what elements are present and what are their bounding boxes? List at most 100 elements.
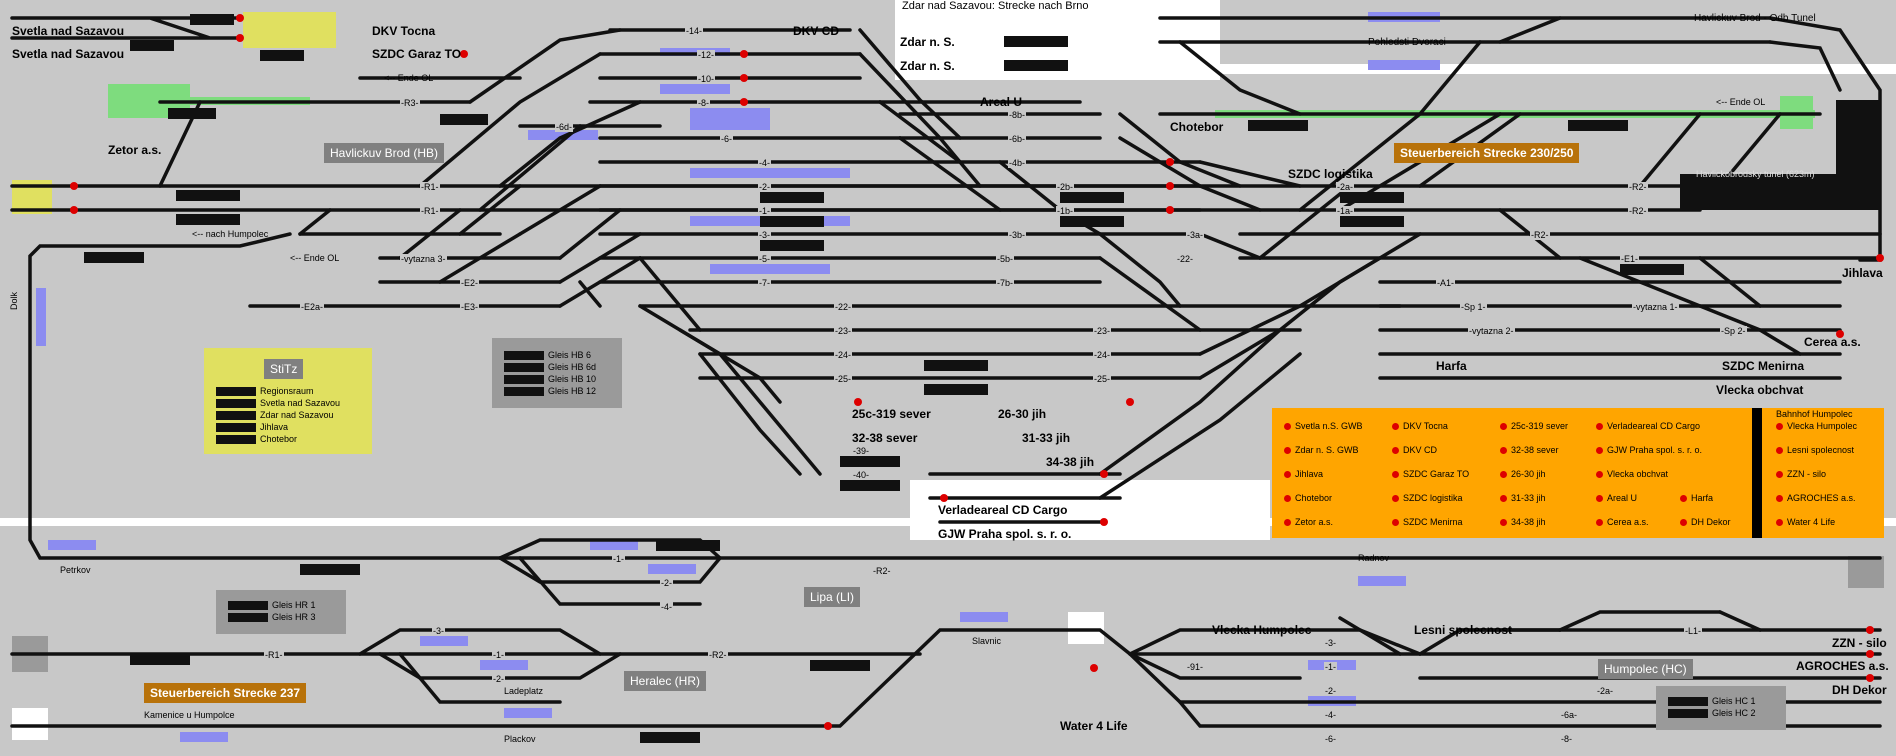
track-occupancy-counter xyxy=(1248,120,1308,131)
legend-item[interactable]: Verladeareal CD Cargo xyxy=(1596,421,1700,432)
platform xyxy=(960,612,1008,622)
signal-icon[interactable] xyxy=(1876,254,1884,262)
track-label: -R2- xyxy=(872,566,892,576)
track-label: -2a- xyxy=(1336,182,1355,192)
white-separator-top xyxy=(1160,64,1896,74)
legend-item[interactable]: Zetor a.s. xyxy=(1284,517,1333,528)
track-label: -3b- xyxy=(1008,230,1027,240)
signal-icon[interactable] xyxy=(236,14,244,22)
signal-icon[interactable] xyxy=(236,34,244,42)
legend-item[interactable]: 26-30 jih xyxy=(1500,469,1546,480)
track-occupancy-counter xyxy=(1340,192,1404,203)
platform xyxy=(690,108,770,130)
zone-label-heralec: Heralec (HR) xyxy=(624,671,707,691)
platform xyxy=(36,288,46,346)
legend-item[interactable]: Zdar n. S. GWB xyxy=(1284,445,1359,456)
legend-item[interactable]: Water 4 Life xyxy=(1776,517,1835,528)
signal-icon[interactable] xyxy=(1166,158,1174,166)
legend-item[interactable]: 25c-319 sever xyxy=(1500,421,1568,432)
track-label: -vytazna 2- xyxy=(1468,326,1515,336)
track-label: -10- xyxy=(697,74,716,84)
humpolec-legend-title: Bahnhof Humpolec xyxy=(1776,409,1853,419)
signal-icon[interactable] xyxy=(460,50,468,58)
track-label: -3- xyxy=(758,230,771,240)
track-label: -1- xyxy=(1324,662,1337,672)
legend-item[interactable]: SZDC Garaz TO xyxy=(1392,469,1469,480)
legend-item[interactable]: SZDC logistika xyxy=(1392,493,1463,504)
legend-divider xyxy=(1752,408,1762,538)
legend-item[interactable]: Harfa xyxy=(1680,493,1713,504)
signal-icon[interactable] xyxy=(854,398,862,406)
signal-icon[interactable] xyxy=(740,98,748,106)
track-label: -vytazna 3- xyxy=(400,254,447,264)
track-label: -22- xyxy=(834,302,853,312)
signal-icon[interactable] xyxy=(1836,330,1844,338)
signal-icon[interactable] xyxy=(940,494,948,502)
signal-icon[interactable] xyxy=(1866,674,1874,682)
legend-item[interactable]: 32-38 sever xyxy=(1500,445,1559,456)
signal-icon[interactable] xyxy=(70,206,78,214)
track-label: -5b- xyxy=(996,254,1015,264)
track-occupancy-counter xyxy=(1340,216,1404,227)
track-label: -1a- xyxy=(1336,206,1355,216)
track-label: -6a- xyxy=(1560,710,1579,720)
hc-track-panel xyxy=(1656,686,1786,730)
legend-item[interactable]: Vlecka obchvat xyxy=(1596,469,1668,480)
signal-icon[interactable] xyxy=(1166,206,1174,214)
signal-icon[interactable] xyxy=(70,182,78,190)
track-label: -7- xyxy=(758,278,771,288)
signal-icon[interactable] xyxy=(1866,626,1874,634)
station-label: Cerea a.s. xyxy=(1804,335,1861,349)
track-occupancy-counter xyxy=(1620,264,1684,275)
signal-icon[interactable] xyxy=(1166,182,1174,190)
legend-item[interactable]: Svetla n.S. GWB xyxy=(1284,421,1363,432)
platform xyxy=(710,264,830,274)
signal-icon[interactable] xyxy=(1100,470,1108,478)
signal-icon[interactable] xyxy=(1126,398,1134,406)
legend-item[interactable]: GJW Praha spol. s. r. o. xyxy=(1596,445,1702,456)
legend-item[interactable]: 34-38 jih xyxy=(1500,517,1546,528)
legend-item[interactable]: DKV CD xyxy=(1392,445,1437,456)
signal-icon[interactable] xyxy=(1866,650,1874,658)
legend-item[interactable]: Cerea a.s. xyxy=(1596,517,1649,528)
station-label: Water 4 Life xyxy=(1060,719,1128,733)
track-label: -E2- xyxy=(460,278,480,288)
track-occupancy-counter xyxy=(810,660,870,671)
track-label: -2- xyxy=(758,182,771,192)
track-label: -A1- xyxy=(1436,278,1456,288)
signal-icon[interactable] xyxy=(1100,518,1108,526)
station-label: Zetor a.s. xyxy=(108,143,162,157)
stitz-panel-row: Zdar nad Sazavou xyxy=(216,410,334,421)
legend-item[interactable]: AGROCHES a.s. xyxy=(1776,493,1856,504)
track-occupancy-counter xyxy=(656,540,720,551)
platform xyxy=(590,540,638,550)
station-label: Areal U xyxy=(980,95,1023,109)
station-label: Svetla nad Sazavou xyxy=(12,47,125,61)
track-label: -8- xyxy=(1560,734,1573,744)
ende-label: <-- Ende OL xyxy=(290,253,340,263)
legend-item[interactable]: DKV Tocna xyxy=(1392,421,1448,432)
track-label: -Sp 1- xyxy=(1460,302,1487,312)
legend-item[interactable]: Chotebor xyxy=(1284,493,1332,504)
track-occupancy-counter xyxy=(190,14,234,25)
legend-item[interactable]: Lesni spolecnost xyxy=(1776,445,1854,456)
track-label: -25- xyxy=(1093,374,1112,384)
legend-item[interactable]: ZZN - silo xyxy=(1776,469,1826,480)
track-occupancy-counter xyxy=(1060,192,1124,203)
station-label: AGROCHES a.s. xyxy=(1796,659,1889,673)
legend-item[interactable]: SZDC Menirna xyxy=(1392,517,1463,528)
legend-item[interactable]: Areal U xyxy=(1596,493,1637,504)
track-occupancy-counter xyxy=(176,190,240,201)
station-label: Zdar n. S. xyxy=(900,35,955,49)
legend-item[interactable]: Jihlava xyxy=(1284,469,1323,480)
track-label: -4- xyxy=(1324,710,1337,720)
signal-icon[interactable] xyxy=(740,50,748,58)
signal-icon[interactable] xyxy=(1090,664,1098,672)
hb-track-panel xyxy=(492,338,622,408)
legend-item[interactable]: 31-33 jih xyxy=(1500,493,1546,504)
station-label: DKV CD xyxy=(793,24,840,38)
signal-icon[interactable] xyxy=(824,722,832,730)
legend-item[interactable]: Vlecka Humpolec xyxy=(1776,421,1857,432)
signal-icon[interactable] xyxy=(740,74,748,82)
legend-item[interactable]: DH Dekor xyxy=(1680,517,1731,528)
